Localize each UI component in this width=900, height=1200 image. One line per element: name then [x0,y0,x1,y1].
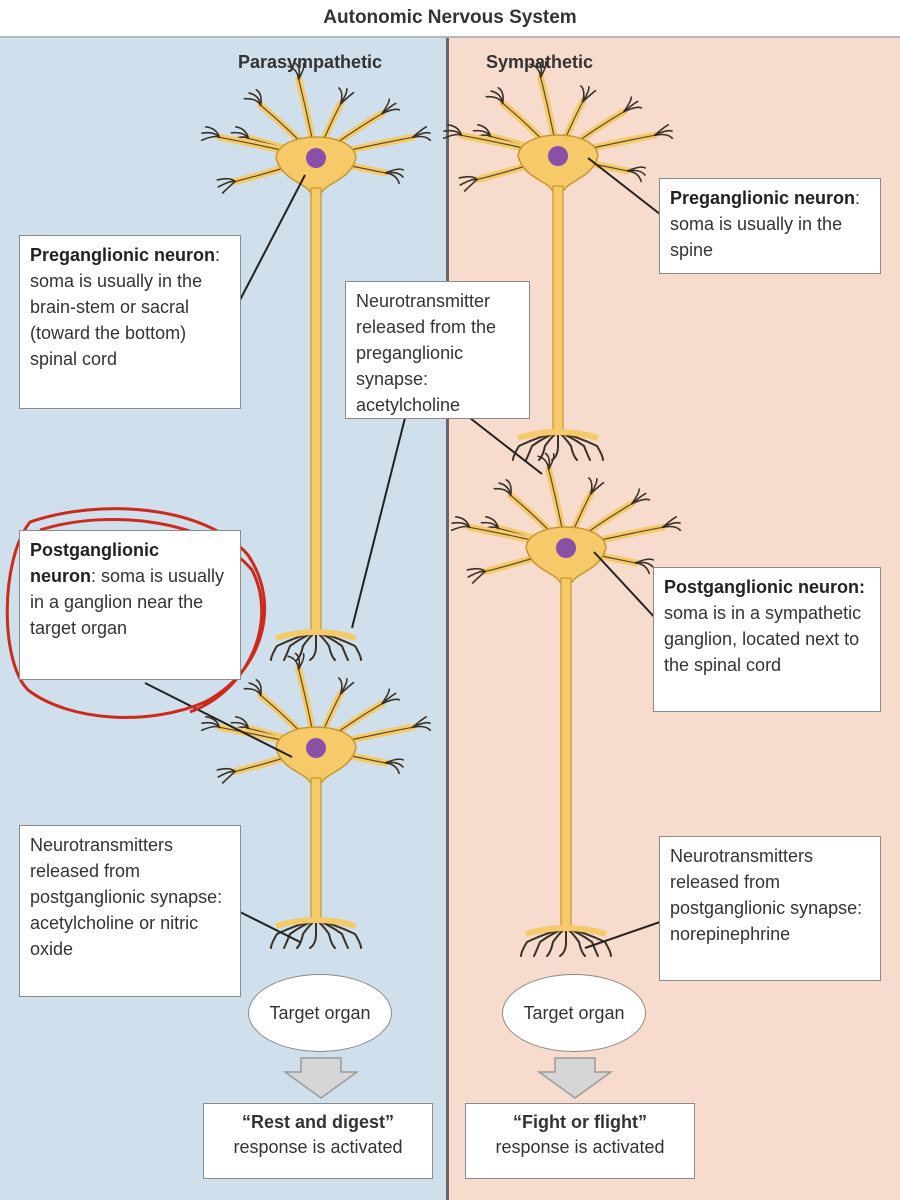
sympathetic-heading: Sympathetic [486,52,594,72]
symp-pre-bold: Preganglionic neuron [670,188,856,208]
leader-para-pre [239,174,306,301]
symp-postganglionic-neurotransmitter-label: Neurotransmitters released from postgang… [659,836,881,981]
para-postganglionic-neuron [200,652,432,949]
symp-postganglionic-neuron [450,452,682,957]
title-divider [0,36,900,38]
para-postganglionic-label: Postganglionic neuron: soma is usually i… [19,530,241,680]
para-target-organ: Target organ [248,974,392,1052]
leader-shared-pre-nt-symp [469,417,543,475]
symp-target-organ: Target organ [502,974,646,1052]
symp-post-text: soma is in a sympathetic ganglion, locat… [664,603,862,675]
leader-para-post [144,682,293,758]
arrow-para [282,1057,360,1099]
symp-pre-text: : soma is usually in the spine [670,188,861,260]
rest-and-digest-response: “Rest and digest” response is activated [203,1103,433,1179]
symp-postganglionic-label: Postganglionic neuron: soma is in a symp… [653,567,881,712]
para-post-bold: Postganglionic neuron [30,540,160,586]
para-post-text: : soma is usually in a ganglion near the… [30,566,225,638]
rest-and-digest-text: response is activated [233,1137,403,1157]
symp-preganglionic-neuron [442,60,674,461]
leader-symp-nt [584,921,661,949]
leader-symp-post [593,551,658,621]
arrow-symp [536,1057,614,1099]
panel-divider [446,38,449,1200]
parasympathetic-heading: Parasympathetic [238,52,383,72]
rest-and-digest-title: “Rest and digest” [241,1112,395,1132]
leader-shared-pre-nt [351,417,406,629]
para-preganglionic-neuron [200,62,432,661]
leader-symp-pre [587,157,666,219]
para-preganglionic-label: Preganglionic neuron: soma is usually in… [19,235,241,409]
diagram-title: Autonomic Nervous System [323,7,577,28]
symp-preganglionic-label: Preganglionic neuron: soma is usually in… [659,178,881,274]
para-pre-bold: Preganglionic neuron [30,245,216,265]
fight-or-flight-response: “Fight or flight” response is activated [465,1103,695,1179]
fight-or-flight-title: “Fight or flight” [513,1112,647,1132]
para-pre-text: : soma is usually in the brain-stem or s… [30,245,221,369]
para-postganglionic-neurotransmitter-label: Neurotransmitters released from postgang… [19,825,241,997]
symp-post-bold: Postganglionic neuron: [664,577,865,597]
leader-para-nt [239,911,301,943]
fight-or-flight-text: response is activated [495,1137,665,1157]
preganglionic-neurotransmitter-label: Neurotransmitter released from the prega… [345,281,530,419]
